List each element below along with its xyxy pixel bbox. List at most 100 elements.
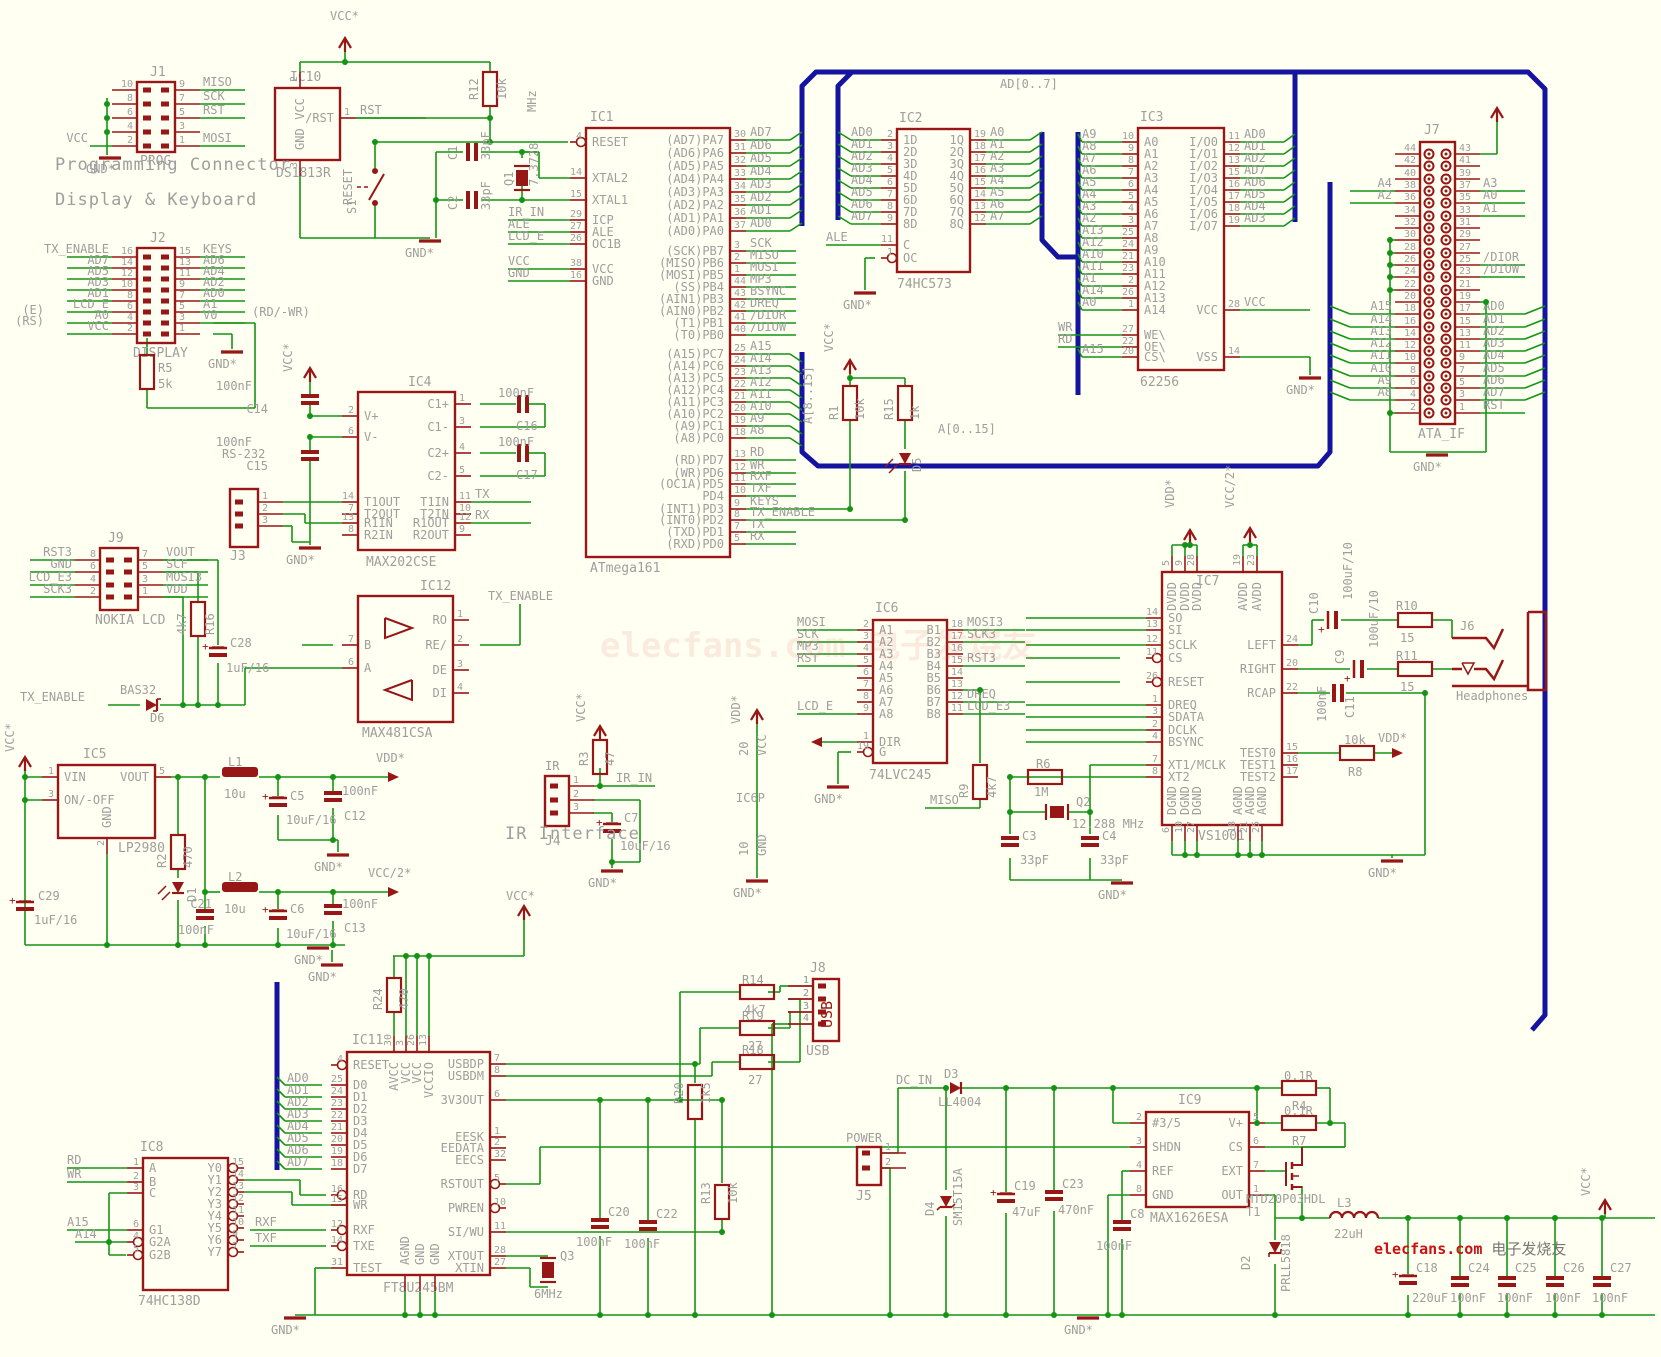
pin-name-G2B: G2B [149,1248,171,1262]
pin-num: 14 [1404,328,1416,339]
pin-name-ALE: ALE [592,225,614,239]
label-C11: C11 [1343,696,1357,718]
bus-tap [789,425,803,435]
ic-part-IC9: MAX1626ESA [1150,1211,1228,1226]
ic-IC11 [345,1050,492,1277]
net-label-SCK: SCK [750,236,772,250]
pin-num: 5 [734,533,740,544]
inductor-L1 [222,767,258,777]
bus-tap [1329,318,1351,328]
junction [433,197,439,203]
label-C15: C15 [246,459,268,473]
pin-num: 26 [1146,671,1158,682]
bus-tap [789,401,803,411]
connector-J9 [98,546,140,612]
label-SM15T15A: SM15T15A [951,1167,965,1226]
net-label-A6: A6 [990,197,1004,211]
junction [175,774,181,780]
net-label-A10: A10 [1082,247,1104,261]
pin-num: 6 [1128,179,1134,190]
label-GND*: GND* [1064,1323,1093,1337]
label-10u: 10u [224,787,246,801]
net-label-TXF: TXF [750,481,772,495]
pin-num: 24 [734,355,746,366]
label-100nF: 100nF [1545,1291,1581,1305]
pin-num: 32 [494,1149,506,1160]
pin-num: 8 [348,524,354,535]
connector-ref-J7: J7 [1424,123,1440,138]
label-47: 47 [603,752,617,766]
bus-tap [1524,379,1546,389]
pin-num: 13 [1146,619,1158,630]
label-D5: D5 [910,458,924,472]
junction [275,774,281,780]
pad [143,87,151,93]
pad-hole [1444,374,1448,378]
pin-num: 1 [885,1142,891,1153]
resistor-R4 [1280,1079,1318,1097]
pin-name-(T0)PB0: (T0)PB0 [673,328,724,342]
pad [1423,173,1435,185]
label-27: 27 [748,1073,762,1087]
net-label-RD: RD [1058,332,1072,346]
pad [1423,234,1435,246]
label-C18: C18 [1416,1261,1438,1275]
pad [161,276,169,282]
pin-num: 4 [863,643,869,654]
pin-name-5Q: 5Q [950,181,964,195]
bus-tap [1077,265,1083,275]
pin-name-A5: A5 [1144,195,1158,209]
pin-num: 7 [887,189,893,200]
pin-num: 17 [1228,191,1240,202]
pin-name-B8: B8 [927,707,941,721]
pin-num: 20 [331,1134,343,1145]
pin-num: 4 [459,442,465,453]
pin-name-A4: A4 [879,659,893,673]
label-0.1R: 0.1R [1284,1104,1314,1118]
pin-num: 1 [1128,299,1134,310]
pin-num: 20 [1122,346,1134,357]
pin-name-B7: B7 [927,695,941,709]
connector-ref-J4: J4 [545,834,561,849]
pin-num: 18 [974,141,986,152]
junction [22,774,28,780]
pin-name-WR: WR [353,1198,368,1212]
net-label-A14: A14 [750,351,772,365]
ic-ref-IC7: IC7 [1196,574,1219,589]
pin-name-A9: A9 [1144,243,1158,257]
pin-name-OC: OC [903,251,917,265]
pin-name-XTOUT: XTOUT [448,1249,484,1263]
pin-name-GND: GND [413,1243,427,1265]
bus-tap [789,170,803,180]
label-R3: R3 [577,752,591,766]
pin-num: 27 [1459,242,1471,253]
junction [1105,1312,1111,1318]
label-IR_IN: IR_IN [616,771,652,785]
pin-num: 7 [179,93,185,104]
pin-num: 25 [734,343,746,354]
pin-num: 35 [1459,192,1471,203]
net-label-A4: A4 [990,173,1004,187]
diode-D6 [146,699,157,711]
pin-num: 1 [48,766,54,777]
bus-tap [837,179,852,189]
label-4k7: 4k7 [175,613,189,635]
net-label-MP3: MP3 [797,639,819,653]
pad [1440,173,1452,185]
pin-num: 32 [734,155,746,166]
pin-num: 19 [1232,554,1243,566]
pin-num: 6 [863,667,869,678]
pin-name-V-: V- [364,430,378,444]
label-10: 10 [737,842,751,856]
pin-name-DVDD: DVDD [1165,582,1179,611]
pin-num: 16 [121,246,133,257]
pad [143,254,151,260]
pad [161,309,169,315]
net-label-A5: A5 [990,185,1004,199]
shape-11 [1452,628,1505,651]
shape-3 [382,679,413,702]
pin-name-I/O6: I/O6 [1189,207,1218,221]
net-label-IR_IN: IR_IN [508,205,544,219]
pin-name-G2A: G2A [149,1235,171,1249]
pad-hole [1427,201,1431,205]
